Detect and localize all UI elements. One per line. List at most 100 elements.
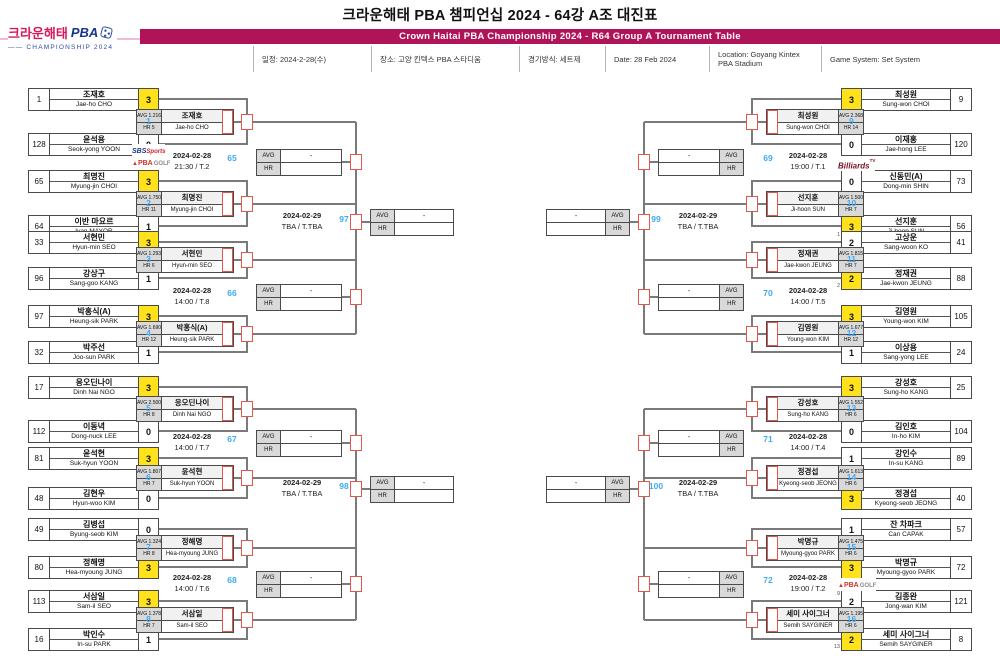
stat-labels: AVG 1.677 HR 12 (838, 322, 863, 346)
avg-stat: AVG 1.195 (839, 608, 863, 621)
winner-name: 김영원 Young-won KIM (778, 322, 838, 346)
winner-stat-box: AVG 1.475 HR 6 박명규 Myoung-gyoo PARK (766, 535, 864, 561)
match-schedule: 2024-02-29 TBA / T.TBA (272, 477, 332, 499)
winner-name: 정해명 Hea-myoung JUNG (162, 536, 222, 560)
player-name-en: Heung-sik PARK (69, 318, 119, 325)
connector-line (159, 430, 247, 432)
player-row: 24 이상용 Sang-yong LEE 1 (841, 341, 972, 364)
seed-number: 33 (28, 231, 50, 254)
connector-line (159, 277, 247, 279)
connector-line (752, 547, 766, 549)
winner-stat-box: AVG 1.613 HR 6 정경섭 Kyeong-seob JEONG (766, 465, 864, 491)
junction-box (241, 114, 253, 130)
score-cell: 0 (138, 487, 159, 510)
connector-line (342, 583, 350, 585)
avg-stat: AVG 1.613 (839, 466, 863, 479)
seed-number: 121 (950, 590, 972, 613)
hr-value (547, 223, 605, 235)
winner-name-kr: 선지훈 (778, 192, 838, 205)
hr-stat: HR 11 (142, 207, 156, 214)
score-cell: 3 (138, 88, 159, 111)
match-number: 14 (846, 472, 857, 482)
avg-value: - (281, 431, 341, 444)
player-name: 김영원 Young-won KIM (861, 305, 951, 328)
connector-line (752, 333, 766, 335)
winner-stat-box: AVG 1.324 HR 8 정해명 Hea-myoung JUNG (136, 535, 234, 561)
advance-box: AVG HR - (256, 571, 342, 598)
connector-line (644, 408, 752, 410)
player-row: 80 정해명 Hea-myoung JUNG 3 (28, 556, 159, 579)
hr-label: HR (264, 301, 273, 307)
avg-stat: AVG 1.750 (137, 192, 161, 205)
seed-number: 88 (950, 267, 972, 290)
junction-box (638, 214, 650, 230)
player-row: 72 박명규 Myoung-gyoo PARK 3 (841, 556, 972, 579)
stat-values: - (281, 431, 341, 456)
seed-number: 24 (950, 341, 972, 364)
avg-stat: AVG 2.500 (137, 397, 161, 410)
connector-line (159, 566, 247, 568)
player-name-en: Sam-il SEO (77, 603, 111, 610)
stat-labels: AVG HR (719, 572, 743, 597)
match-schedule: 2024-02-28 14:00 / T.6 (164, 572, 220, 594)
score-cell: 3 (138, 376, 159, 399)
avg-value: - (547, 210, 605, 223)
stat-values: - (547, 210, 605, 235)
winner-name: 선지훈 Ji-hoon SUN (778, 192, 838, 216)
winner-name-kr: 김영원 (778, 322, 838, 335)
player-name-kr: 이재홍 (862, 134, 950, 145)
avg-value: - (281, 572, 341, 585)
winner-name-en: Jae-kwon JEUNG (784, 263, 832, 270)
player-row: 32 박주선 Joo-sun PARK 1 (28, 341, 159, 364)
junction-box (638, 435, 650, 451)
player-name-en: Joo-sun PARK (72, 354, 116, 361)
winner-stat-box: AVG 2.368 HR 14 최성원 Sung-won CHOI (766, 109, 864, 135)
advance-box: AVG HR - (256, 284, 342, 311)
advance-box: AVG HR - (658, 284, 744, 311)
winner-name: 정경섭 Kyeong-seob JEONG (778, 466, 838, 490)
avg-value: - (281, 150, 341, 163)
player-name-kr: 선지훈 (862, 216, 950, 227)
stat-labels: AVG HR (257, 431, 281, 456)
hr-label: HR (727, 301, 736, 307)
seed-number: 25 (950, 376, 972, 399)
match-schedule: 2024-02-28 21:30 / T.2 (164, 150, 220, 172)
seed-number: 80 (28, 556, 50, 579)
match-number: 99 (651, 214, 661, 224)
seed-number: 113 (28, 590, 50, 613)
player-name-en: Jae-kwon JEUNG (880, 280, 932, 287)
brand-kr: 크라운해태 (8, 26, 68, 41)
winner-name-en: Hea-myoung JUNG (165, 551, 219, 558)
winner-stat-box: AVG 1.500 HR 7 선지훈 Ji-hoon SUN (766, 191, 864, 217)
page-title: 크라운해태 PBA 챔피언십 2024 - 64강 A조 대진표 (342, 8, 658, 24)
connector-line (159, 143, 247, 145)
stat-labels: AVG HR (719, 285, 743, 310)
stat-labels: AVG 1.552 HR 6 (838, 397, 863, 421)
match-date: 2024-02-28 (788, 432, 828, 441)
winner-name-kr: 서현민 (162, 248, 222, 261)
match-number: 66 (227, 288, 237, 298)
match-date: 2024-02-29 (678, 478, 718, 487)
player-name: 최명진 Myung-jin CHOI (49, 170, 139, 193)
winner-name-kr: 강성호 (778, 397, 838, 410)
brand-pba: PBA (70, 25, 99, 40)
player-name-kr: 이동녁 (50, 421, 138, 432)
avg-stat: AVG 1.324 (137, 536, 161, 549)
connector-line (752, 600, 841, 602)
match-time: 19:00 / T.2 (790, 584, 826, 593)
hr-stat: HR 14 (843, 125, 859, 132)
player-name-en: Suk-hyun YOON (69, 460, 119, 467)
stat-labels: AVG 1.500 HR 7 (838, 192, 863, 216)
winner-name-en: Sung-won CHOI (786, 125, 830, 132)
avg-stat: AVG 1.500 (839, 192, 863, 205)
match-schedule: 2024-02-28 14:00 / T.5 (780, 285, 836, 307)
connector-line (752, 497, 841, 499)
player-name: 박주선 Joo-sun PARK (49, 341, 139, 364)
hr-label: HR (378, 493, 387, 499)
player-name: 강상구 Sang-goo KANG (49, 267, 139, 290)
player-name-kr: 강인수 (862, 448, 950, 459)
hr-label: HR (727, 166, 736, 172)
winner-name-kr: 정해명 (162, 536, 222, 549)
winner-name-en: Suk-hyun YOON (169, 481, 215, 488)
